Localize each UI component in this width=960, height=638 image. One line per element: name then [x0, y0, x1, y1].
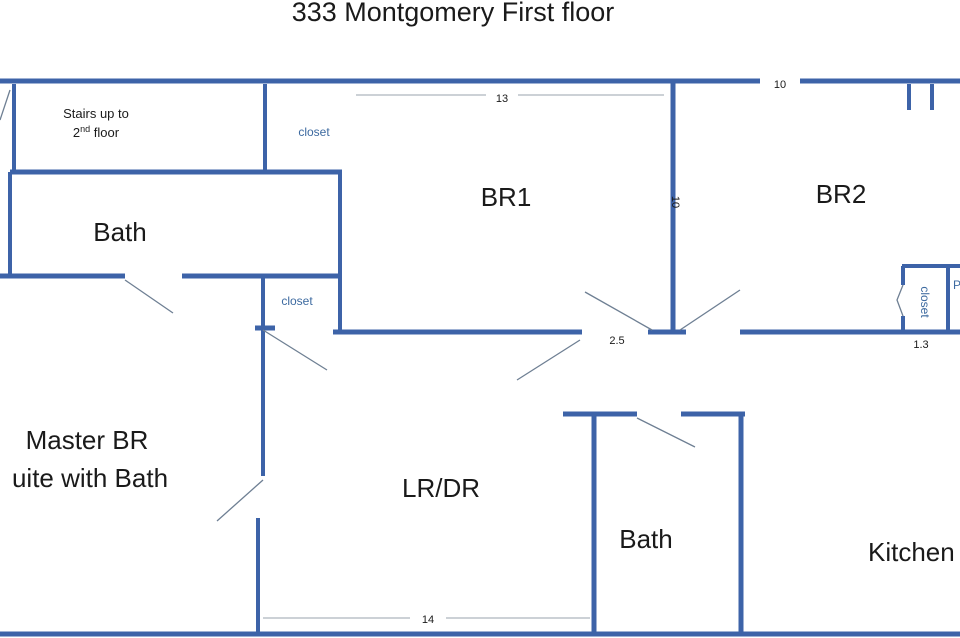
dim-door-gap: 2.5	[609, 335, 624, 347]
lower-bath-label: Bath	[619, 524, 673, 554]
closet-edge-letter: P	[953, 278, 960, 292]
closet-label-br2: closet	[918, 286, 932, 318]
stairs-label-line1: Stairs up to	[63, 106, 129, 121]
dim-bottom: 14	[422, 614, 434, 626]
stairs-label-line2: 2nd floor	[73, 124, 120, 140]
exterior-walls	[0, 78, 960, 637]
dim-br1-side: 10	[669, 196, 681, 208]
master-label-line1: Master BR	[26, 425, 149, 455]
upper-bath-label: Bath	[93, 217, 147, 247]
dim-top-br2: 10	[774, 79, 786, 91]
br1-walls	[333, 81, 741, 381]
kitchen-label: Kitchen	[868, 537, 955, 567]
lower-bath-walls	[563, 411, 745, 634]
master-label-line2: uite with Bath	[12, 463, 168, 493]
dim-top-br1: 13	[496, 93, 508, 105]
dim-closet-width: 1.3	[913, 339, 928, 351]
upper-bath-walls	[0, 169, 342, 314]
stairs-walls	[0, 84, 267, 170]
plan-title: 333 Montgomery First floor	[292, 0, 615, 27]
br1-label: BR1	[481, 182, 532, 212]
closet-label-upper: closet	[298, 125, 330, 139]
br2-walls	[740, 84, 960, 335]
master-walls	[216, 278, 328, 634]
closet-label-middle: closet	[281, 294, 313, 308]
lrdr-label: LR/DR	[402, 473, 480, 503]
br2-label: BR2	[816, 179, 867, 209]
